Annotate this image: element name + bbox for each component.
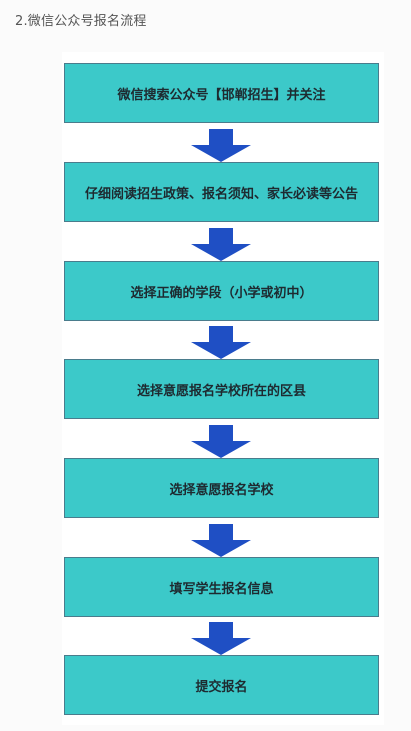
step-read-notices: 仔细阅读招生政策、报名须知、家长必读等公告 (64, 162, 379, 222)
step-follow-account: 微信搜索公众号【邯郸招生】并关注 (64, 63, 379, 123)
section-heading: 2.微信公众号报名流程 (15, 14, 147, 29)
down-arrow-icon (191, 228, 251, 261)
down-arrow-icon (191, 622, 251, 655)
down-arrow-icon (191, 129, 251, 162)
step-choose-district: 选择意愿报名学校所在的区县 (64, 359, 379, 419)
down-arrow-icon (191, 326, 251, 359)
down-arrow-icon (191, 524, 251, 557)
step-choose-school: 选择意愿报名学校 (64, 458, 379, 518)
flowchart: 微信搜索公众号【邯郸招生】并关注 仔细阅读招生政策、报名须知、家长必读等公告 选… (62, 52, 384, 725)
step-fill-info: 填写学生报名信息 (64, 557, 379, 617)
step-submit: 提交报名 (64, 655, 379, 715)
step-choose-stage: 选择正确的学段（小学或初中） (64, 261, 379, 321)
down-arrow-icon (191, 425, 251, 458)
